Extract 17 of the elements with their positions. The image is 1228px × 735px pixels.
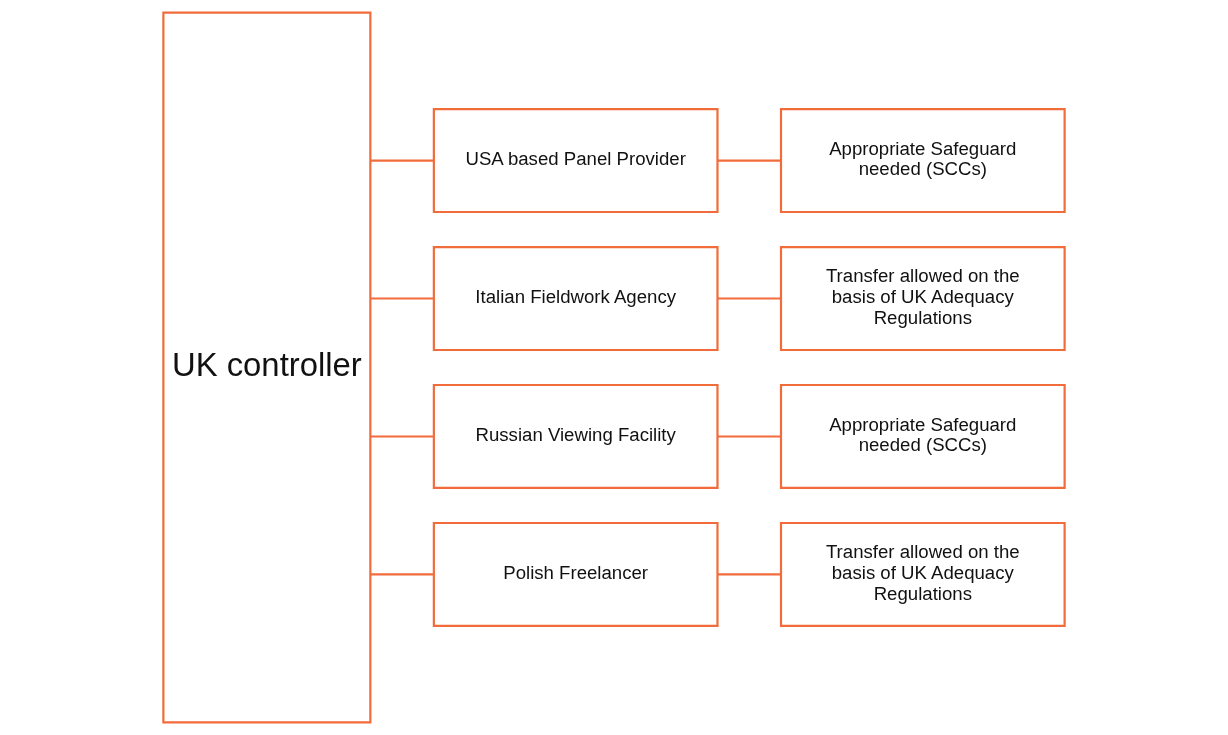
connector: [370, 297, 434, 300]
node-box: Russian Viewing Facility: [432, 383, 719, 490]
connector: [370, 159, 434, 162]
connector: [717, 435, 781, 438]
node-box: Polish Freelancer: [432, 521, 719, 628]
node-box: USA based Panel Provider: [432, 107, 719, 214]
connector: [717, 159, 781, 162]
node-box: Appropriate Safeguard needed (SCCs): [779, 383, 1066, 490]
connector: [370, 573, 434, 576]
connector: [370, 435, 434, 438]
node-box: Appropriate Safeguard needed (SCCs): [779, 107, 1066, 214]
node-box: Transfer allowed on the basis of UK Adequacy Regulations: [779, 521, 1066, 628]
node-box: Italian Fieldwork Agency: [432, 245, 719, 352]
connector: [717, 297, 781, 300]
node-box: Transfer allowed on the basis of UK Adequacy Regulations: [779, 245, 1066, 352]
node-box: UK controller: [162, 11, 372, 724]
connector: [717, 573, 781, 576]
